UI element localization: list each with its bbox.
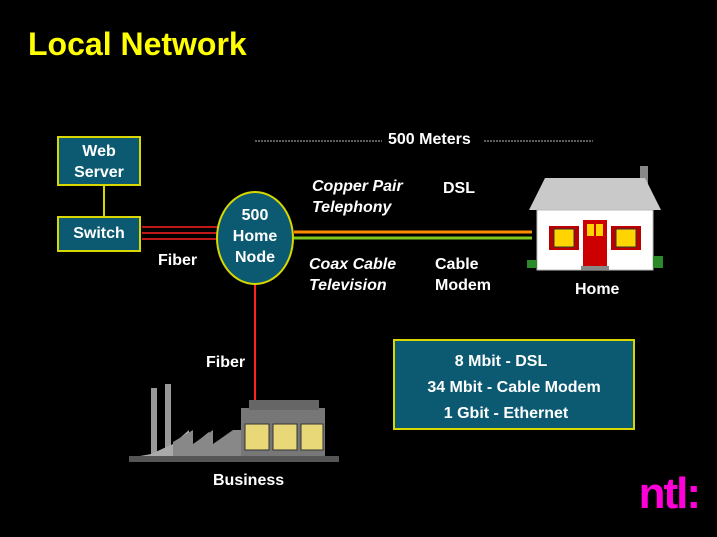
- home-node-circle: 500 Home Node: [216, 191, 294, 285]
- business-label: Business: [213, 472, 285, 489]
- house-icon: [527, 166, 663, 271]
- home-node-line-3: Node: [235, 249, 275, 266]
- distance-label: 500 Meters: [388, 131, 471, 148]
- speed-ethernet: 1 Gbit - Ethernet: [443, 405, 569, 422]
- home-node-line-2: Home: [232, 228, 278, 245]
- home-node-line-1: 500: [241, 207, 269, 224]
- fiber-business-label: Fiber: [206, 354, 246, 371]
- speed-dsl: 8 Mbit - DSL: [454, 353, 548, 370]
- coax-label: Coax Cable Television: [309, 256, 397, 294]
- ntl-logo: ntl:: [638, 469, 701, 518]
- switch-node: Switch: [57, 216, 141, 252]
- speed-cable-modem: 34 Mbit - Cable Modem: [427, 379, 601, 396]
- web-server-node: Web Server: [57, 136, 141, 186]
- home-label: Home: [575, 281, 620, 298]
- dsl-label: DSL: [443, 180, 475, 197]
- copper-label: Copper Pair Telephony: [312, 178, 403, 216]
- fiber-switch-label: Fiber: [158, 252, 198, 269]
- factory-icon: [129, 384, 339, 462]
- speeds-box: 8 Mbit - DSL 34 Mbit - Cable Modem 1 Gbi…: [393, 339, 635, 430]
- page-title: Local Network: [28, 26, 247, 62]
- cable-modem-label: Cable Modem: [435, 256, 491, 294]
